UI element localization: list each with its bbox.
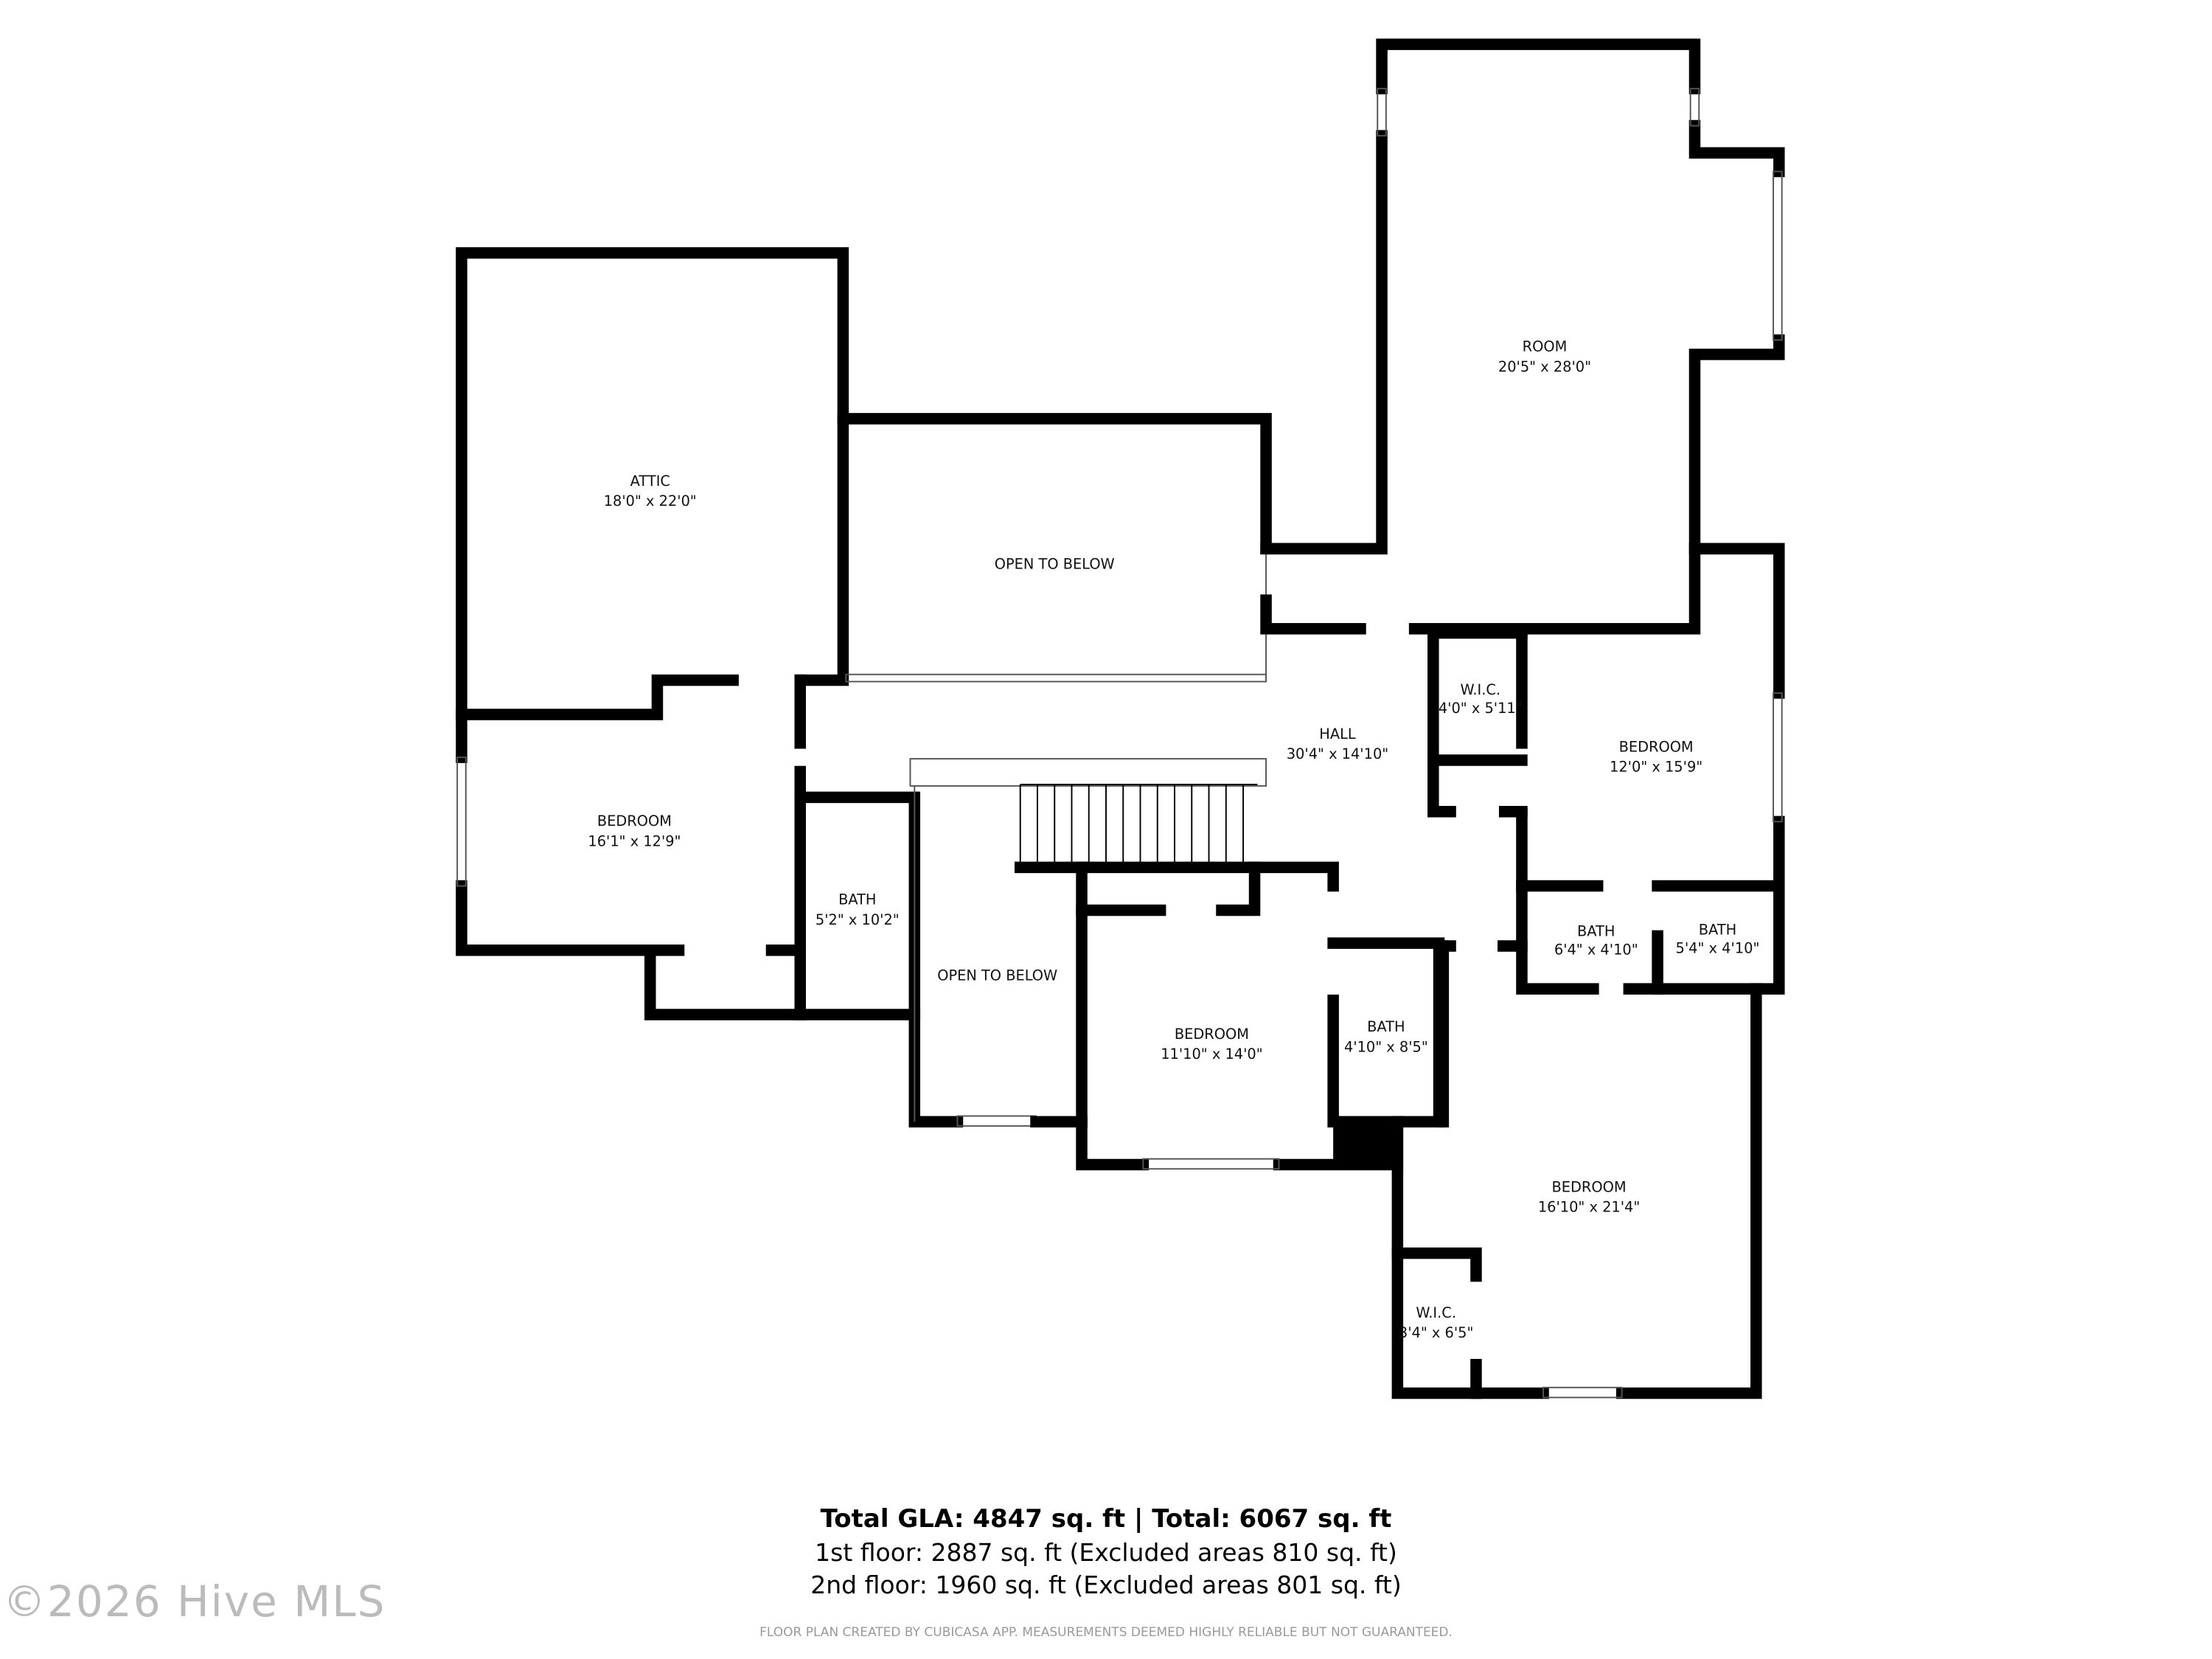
room-label: OPEN TO BELOW — [937, 967, 1057, 984]
room-dims: 11'10" x 14'0" — [1161, 1046, 1262, 1062]
room-label: W.I.C. — [1416, 1304, 1456, 1321]
chimney — [1333, 1121, 1398, 1165]
room-dims: 3'4" x 6'5" — [1399, 1324, 1474, 1341]
room-dims: 16'1" x 12'9" — [588, 832, 681, 849]
room-label: BATH — [1699, 921, 1736, 938]
first-floor-area: 1st floor: 2887 sq. ft (Excluded areas 8… — [815, 1538, 1397, 1567]
room-dims: 16'10" x 21'4" — [1538, 1198, 1640, 1215]
second-floor-area: 2nd floor: 1960 sq. ft (Excluded areas 8… — [810, 1571, 1402, 1599]
room-label: W.I.C. — [1460, 681, 1500, 698]
room-dims: 20'5" x 28'0" — [1498, 358, 1591, 375]
room-label: BATH — [1577, 922, 1615, 939]
room-labels: ATTIC 18'0" x 22'0" OPEN TO BELOW ROOM 2… — [588, 338, 1759, 1341]
room-label: BATH — [838, 891, 876, 908]
room-label: BEDROOM — [597, 813, 672, 830]
room-dims: 5'2" x 10'2" — [815, 911, 900, 928]
room-label: ATTIC — [630, 473, 670, 490]
room-label: BATH — [1367, 1018, 1405, 1035]
watermark: ©2026 Hive MLS — [3, 1576, 386, 1627]
room-dims: 12'0" x 15'9" — [1610, 759, 1703, 776]
room-label: ROOM — [1523, 338, 1568, 355]
room-label: OPEN TO BELOW — [995, 555, 1115, 572]
disclaimer: FLOOR PLAN CREATED BY CUBICASA APP. MEAS… — [759, 1625, 1453, 1640]
room-label: BEDROOM — [1552, 1178, 1627, 1195]
room-label: HALL — [1319, 726, 1356, 742]
room-dims: 5'4" x 4'10" — [1676, 940, 1760, 957]
room-dims: 6'4" x 4'10" — [1554, 942, 1638, 959]
walls — [456, 38, 1785, 1399]
total-area: Total GLA: 4847 sq. ft | Total: 6067 sq.… — [820, 1504, 1392, 1534]
room-dims: 18'0" x 22'0" — [604, 493, 697, 509]
room-dims: 4'0" x 5'11" — [1439, 700, 1523, 717]
room-dims: 4'10" x 8'5" — [1344, 1038, 1428, 1055]
staircase — [1019, 783, 1258, 868]
room-label: BEDROOM — [1175, 1026, 1249, 1043]
room-dims: 30'4" x 14'10" — [1287, 745, 1388, 762]
room-label: BEDROOM — [1619, 738, 1694, 755]
